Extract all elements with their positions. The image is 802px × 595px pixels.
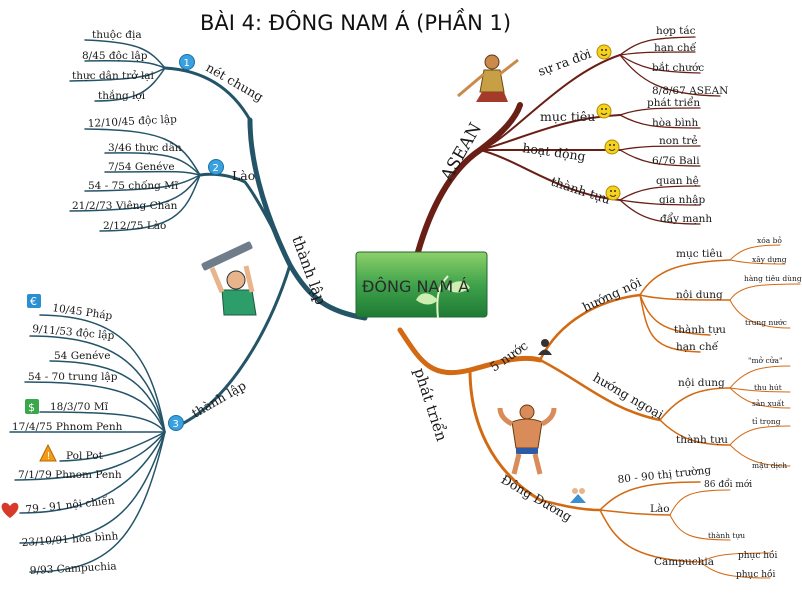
- phattrien-branch-lines: [397, 244, 801, 579]
- suradoi-label: sự ra đời: [536, 46, 593, 79]
- leaf-text: gia nhập: [659, 194, 705, 206]
- leaf-text: non trẻ: [659, 134, 698, 147]
- muctieu-label: mục tiêu: [540, 109, 595, 124]
- leaf-text: 79 - 91 nội chiến: [25, 494, 115, 516]
- leaf-text: bắt chước: [652, 61, 704, 74]
- leaf-text: 23/10/91 hòa bình: [21, 530, 119, 549]
- leaf-text: 7/54 Genéve: [108, 161, 175, 173]
- leaf-text: sản xuất: [752, 399, 784, 408]
- leaf-text: phục hồi: [736, 569, 776, 580]
- leaf-text: 12/10/45 độc lập: [88, 113, 178, 130]
- people-group-icon: [570, 488, 586, 503]
- leaf-text: thắng lợi: [98, 89, 146, 102]
- warning-icon: !: [39, 443, 57, 462]
- center-node[interactable]: ĐÔNG NAM Á: [355, 251, 488, 319]
- page-title: BÀI 4: ĐÔNG NAM Á (PHẦN 1): [200, 8, 511, 35]
- leaf-text: 21/2/73 Viêng Chăn: [72, 200, 178, 212]
- leaf-text: 17/4/75 Phnom Penh: [12, 421, 123, 433]
- euro-icon: €: [27, 294, 41, 308]
- smiley-icon: [605, 185, 621, 201]
- leaf-text: 6/76 Bali: [652, 155, 700, 167]
- huongngoai-items: nội dung "mở cửa" thu hút sản xuất thành…: [676, 356, 787, 470]
- smiley-icon: [596, 44, 612, 60]
- number-badge-3: 3: [168, 415, 184, 431]
- leaf-text: hòa bình: [652, 117, 699, 129]
- leaf-text: hạn chế: [676, 340, 719, 353]
- leaf-text: mậu dịch: [752, 461, 787, 470]
- leaf-text: thành tựu: [676, 434, 728, 446]
- thanhlap-items: 10/45 Pháp 9/11/53 độc lập 54 Genéve 54 …: [12, 302, 123, 577]
- leaf-text: 8/45 độc lập: [82, 50, 148, 62]
- leaf-text: phát triển: [647, 96, 700, 109]
- smiley-icon: [604, 139, 620, 155]
- left-branch-lines: [9, 39, 368, 573]
- leaf-text: quan hệ: [656, 175, 699, 187]
- lao-label: Lào: [232, 168, 255, 183]
- leaf-text: thành tựu: [674, 324, 726, 336]
- netchung-items: thuộc địa 8/45 độc lập thực dân trở lại …: [72, 29, 155, 102]
- leaf-text: 7/1/79 Phnom Penh: [18, 469, 122, 481]
- huongnoi-items: mục tiêu xóa bỏ xây dựng nội dung hàng t…: [674, 236, 802, 353]
- dancer-illustration-icon: [457, 54, 519, 102]
- thanhtuu-label: thành tựu: [549, 174, 612, 207]
- leaf-text: 9/93 Campuchia: [30, 560, 117, 577]
- dollar-icon: $: [25, 399, 39, 414]
- leaf-text: nội dung: [676, 289, 723, 301]
- leaf-text: nội dung: [678, 377, 725, 389]
- leaf-text: 86 đổi mới: [704, 478, 752, 490]
- lao-items: 12/10/45 độc lập 3/46 thực dân 7/54 Gené…: [72, 113, 182, 232]
- branch-phattrien-label: phát triển: [410, 366, 451, 444]
- huongnoi-label: hướng nội: [580, 274, 644, 314]
- leaf-text: xóa bỏ: [757, 236, 782, 245]
- worker-illustration-icon: [201, 241, 257, 316]
- svg-text:2: 2: [213, 163, 219, 174]
- dongduong-label: Đông Dương: [499, 472, 575, 525]
- leaf-text: Campuchia: [654, 556, 714, 568]
- leaf-text: xây dựng: [752, 255, 787, 264]
- strongman-illustration-icon: [497, 404, 557, 475]
- thanhlap-label: thành lập: [189, 378, 249, 421]
- asean-thanhtuu-items: quan hệ gia nhập đẩy mạnh: [656, 175, 712, 225]
- person-icon: [538, 339, 552, 355]
- svg-text:€: €: [30, 295, 37, 308]
- leaf-text: 8/8/67 ASEAN: [652, 85, 728, 97]
- leaf-text: mục tiêu: [676, 248, 723, 260]
- smiley-icon: [596, 103, 612, 119]
- leaf-text: 54 Genéve: [54, 350, 110, 362]
- svg-text:3: 3: [173, 419, 179, 430]
- asean-suradoi-items: hợp tác hạn chế bắt chước 8/8/67 ASEAN: [652, 25, 728, 97]
- hoatdong-label: hoạt động: [522, 140, 587, 164]
- asean-branch-lines: [415, 36, 721, 255]
- leaf-text: 2/12/75 Lào: [103, 220, 166, 232]
- leaf-text: Pol Pot: [66, 450, 104, 462]
- leaf-text: trung nước: [745, 318, 787, 327]
- leaf-text: thuộc địa: [92, 29, 142, 41]
- asean-hoatdong-items: non trẻ 6/76 Bali: [652, 134, 700, 167]
- number-badge-2: 2: [208, 159, 224, 175]
- leaf-text: hàng tiêu dùng: [744, 274, 802, 283]
- leaf-text: hạn chế: [654, 41, 697, 54]
- center-title: ĐÔNG NAM Á: [362, 277, 469, 296]
- heart-icon: [1, 502, 19, 518]
- number-badge-1: 1: [179, 54, 195, 70]
- leaf-text: thực dân trở lại: [72, 69, 155, 82]
- leaf-text: phục hồi: [738, 550, 778, 561]
- leaf-text: thu hút: [754, 383, 782, 392]
- leaf-text: 18/3/70 Mĩ: [50, 401, 109, 413]
- leaf-text: đẩy mạnh: [660, 212, 712, 225]
- leaf-text: 54 - 70 trung lập: [28, 371, 118, 383]
- leaf-text: Lào: [650, 503, 670, 515]
- leaf-text: 3/46 thực dân: [108, 142, 182, 154]
- svg-text:$: $: [28, 401, 35, 414]
- leaf-text: tỉ trọng: [752, 417, 781, 426]
- svg-text:1: 1: [184, 58, 190, 69]
- svg-text:!: !: [47, 451, 51, 462]
- leaf-text: 54 - 75 chống Mĩ: [88, 179, 179, 192]
- leaf-text: "mở cửa": [748, 356, 782, 365]
- asean-muctieu-items: phát triển hòa bình: [647, 96, 700, 129]
- leaf-text: hợp tác: [656, 25, 696, 37]
- leaf-text: thành tựu: [708, 531, 745, 540]
